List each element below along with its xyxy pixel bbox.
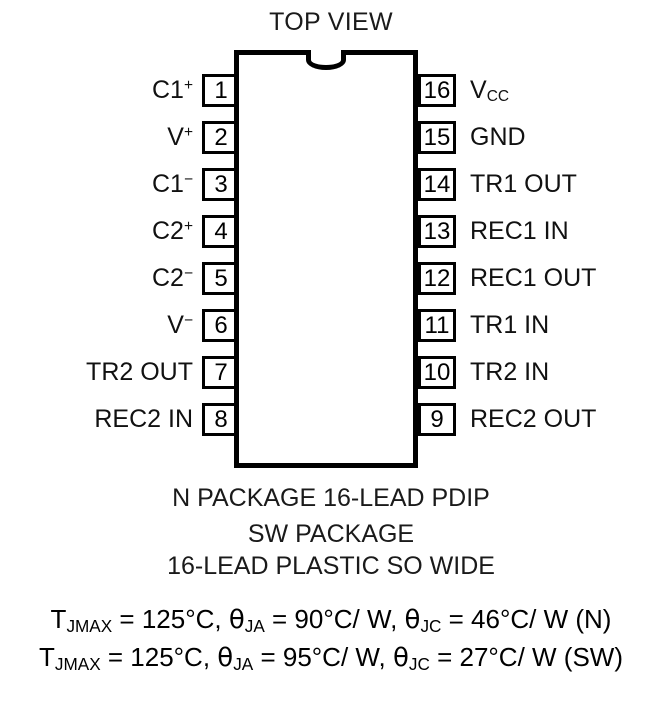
- pin-label-superscript: +: [183, 217, 193, 235]
- pin-label: TR1 IN: [470, 311, 550, 339]
- theta-ja-value: = 95°C/ W,: [253, 642, 393, 672]
- pin-label: C2+: [151, 217, 193, 245]
- pin-row: 11 TR1 IN: [412, 309, 662, 342]
- thermal-line-text: TJMAX = 125°C, θJA = 90°C/ W, θJC = 46°C…: [0, 600, 662, 639]
- pin-number-box: 13: [418, 215, 456, 248]
- package-caption-sw-detail: 16-LEAD PLASTIC SO WIDE: [0, 550, 662, 582]
- page-title: TOP VIEW: [269, 8, 393, 36]
- pin-number-box: 15: [418, 121, 456, 154]
- pin-label: REC2 IN: [94, 405, 193, 433]
- pin-label-superscript: −: [183, 170, 193, 188]
- package-notch-icon: [306, 50, 346, 70]
- pin-label-superscript: −: [183, 311, 193, 329]
- tjmax-symbol: T: [50, 604, 67, 634]
- tjmax-value: = 125°C,: [112, 604, 229, 634]
- pin-row: 10 TR2 IN: [412, 356, 662, 389]
- pin-label: GND: [470, 123, 526, 151]
- pin-row: 15 GND: [412, 121, 662, 154]
- pin-row: C2+ 4: [0, 215, 240, 248]
- pin-number-box: 5: [202, 262, 240, 295]
- theta-jc-value: = 46°C/ W (N): [441, 604, 612, 634]
- pin-label-superscript: −: [183, 264, 193, 282]
- pin-number-box: 1: [202, 74, 240, 107]
- theta-jc-subscript: JC: [408, 653, 430, 674]
- pin-label: C1−: [151, 170, 193, 198]
- theta-ja-subscript: JA: [244, 615, 265, 636]
- theta-ja-value: = 90°C/ W,: [264, 604, 405, 634]
- thermal-line-text: TJMAX = 125°C, θJA = 95°C/ W, θJC = 27°C…: [0, 638, 662, 677]
- package-caption-sw: SW PACKAGE: [0, 518, 662, 550]
- pin-label: TR1 OUT: [470, 170, 577, 198]
- tjmax-subscript: JMAX: [54, 653, 101, 674]
- pin-label: VCC: [470, 76, 510, 105]
- pin-label: REC2 OUT: [470, 405, 597, 433]
- pin-label: REC1 IN: [470, 217, 569, 245]
- pin-label: C2−: [151, 264, 193, 292]
- theta-jc-symbol: θ: [404, 605, 421, 635]
- theta-jc-subscript: JC: [420, 615, 442, 636]
- pin-row: 16 VCC: [412, 74, 662, 107]
- tjmax-symbol: T: [38, 642, 55, 672]
- theta-ja-symbol: θ: [228, 605, 245, 635]
- pin-number-box: 2: [202, 121, 240, 154]
- theta-jc-symbol: θ: [392, 643, 409, 673]
- pin-label: V+: [167, 123, 193, 151]
- pin-row: 14 TR1 OUT: [412, 168, 662, 201]
- pin-row: 9 REC2 OUT: [412, 403, 662, 436]
- tjmax-value: = 125°C,: [100, 642, 218, 672]
- pin-label-superscript: +: [183, 123, 193, 141]
- package-body-outline: [234, 50, 418, 468]
- pin-label: TR2 OUT: [86, 358, 193, 386]
- pin-row: 13 REC1 IN: [412, 215, 662, 248]
- pin-label: TR2 IN: [470, 358, 550, 386]
- pin-label: C1+: [151, 76, 193, 104]
- theta-ja-subscript: JA: [233, 653, 254, 674]
- thermal-spec-line-sw: TJMAX = 125°C, θJA = 95°C/ W, θJC = 27°C…: [0, 638, 662, 677]
- pin-row: V− 6: [0, 309, 240, 342]
- pin-number-box: 6: [202, 309, 240, 342]
- caption-line-text: 16-LEAD PLASTIC SO WIDE: [167, 552, 495, 580]
- pin-row: V+ 2: [0, 121, 240, 154]
- pin-number-box: 11: [418, 309, 456, 342]
- pin-label-subscript: CC: [486, 87, 510, 105]
- theta-ja-symbol: θ: [217, 643, 234, 673]
- pin-label: REC1 OUT: [470, 264, 597, 292]
- pin-label: V−: [167, 311, 193, 339]
- thermal-spec-line-n: TJMAX = 125°C, θJA = 90°C/ W, θJC = 46°C…: [0, 600, 662, 639]
- pin-number-box: 14: [418, 168, 456, 201]
- pin-number-box: 4: [202, 215, 240, 248]
- pin-label-superscript: +: [183, 76, 193, 94]
- pin-number-box: 10: [418, 356, 456, 389]
- theta-jc-value: = 27°C/ W (SW): [429, 642, 623, 672]
- pin-number-box: 12: [418, 262, 456, 295]
- pin-row: C1+ 1: [0, 74, 240, 107]
- pin-row: C1−3: [0, 168, 240, 201]
- package-caption-pdip: N PACKAGE 16-LEAD PDIP: [0, 482, 662, 514]
- caption-line-text: N PACKAGE 16-LEAD PDIP: [172, 484, 490, 512]
- caption-line-text: SW PACKAGE: [247, 520, 415, 548]
- tjmax-subscript: JMAX: [66, 615, 113, 636]
- pin-number-box: 9: [418, 403, 456, 436]
- pin-number-box: 16: [418, 74, 456, 107]
- pin-row: 12 REC1 OUT: [412, 262, 662, 295]
- pin-row: C2− 5: [0, 262, 240, 295]
